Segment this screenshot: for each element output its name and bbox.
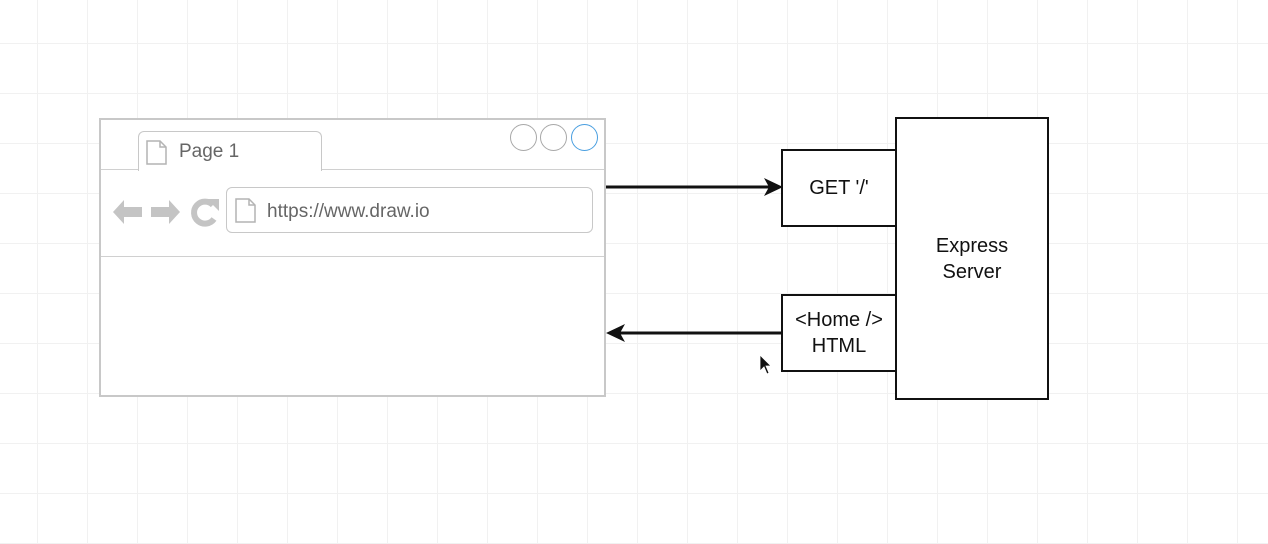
tab-page-icon xyxy=(146,140,167,165)
request-label: GET '/' xyxy=(809,177,869,199)
tab-strip-divider xyxy=(101,169,604,170)
response-label-line1: <Home /> xyxy=(795,309,883,331)
tab-label: Page 1 xyxy=(179,141,240,162)
response-arrow xyxy=(606,324,781,342)
response-label-line2: HTML xyxy=(811,335,867,357)
window-button-1[interactable] xyxy=(510,124,537,151)
server-label-line2: Server xyxy=(942,260,1002,283)
get-request-box: GET '/' xyxy=(781,149,897,227)
url-bar[interactable] xyxy=(226,187,593,233)
express-server-box: Express Server xyxy=(895,117,1049,400)
browser-content-divider xyxy=(101,256,604,257)
reload-icon[interactable] xyxy=(191,198,219,227)
request-arrow xyxy=(606,178,783,196)
window-button-3[interactable] xyxy=(571,124,598,151)
back-arrow-icon[interactable] xyxy=(113,200,142,224)
browser-tab[interactable] xyxy=(138,131,322,171)
forward-arrow-icon[interactable] xyxy=(151,200,180,224)
url-page-icon xyxy=(235,198,256,223)
window-button-2[interactable] xyxy=(540,124,567,151)
server-label-line1: Express xyxy=(935,234,1009,257)
home-html-response-box: <Home /> HTML xyxy=(781,294,897,372)
url-text[interactable]: https://www.draw.io xyxy=(267,201,430,222)
